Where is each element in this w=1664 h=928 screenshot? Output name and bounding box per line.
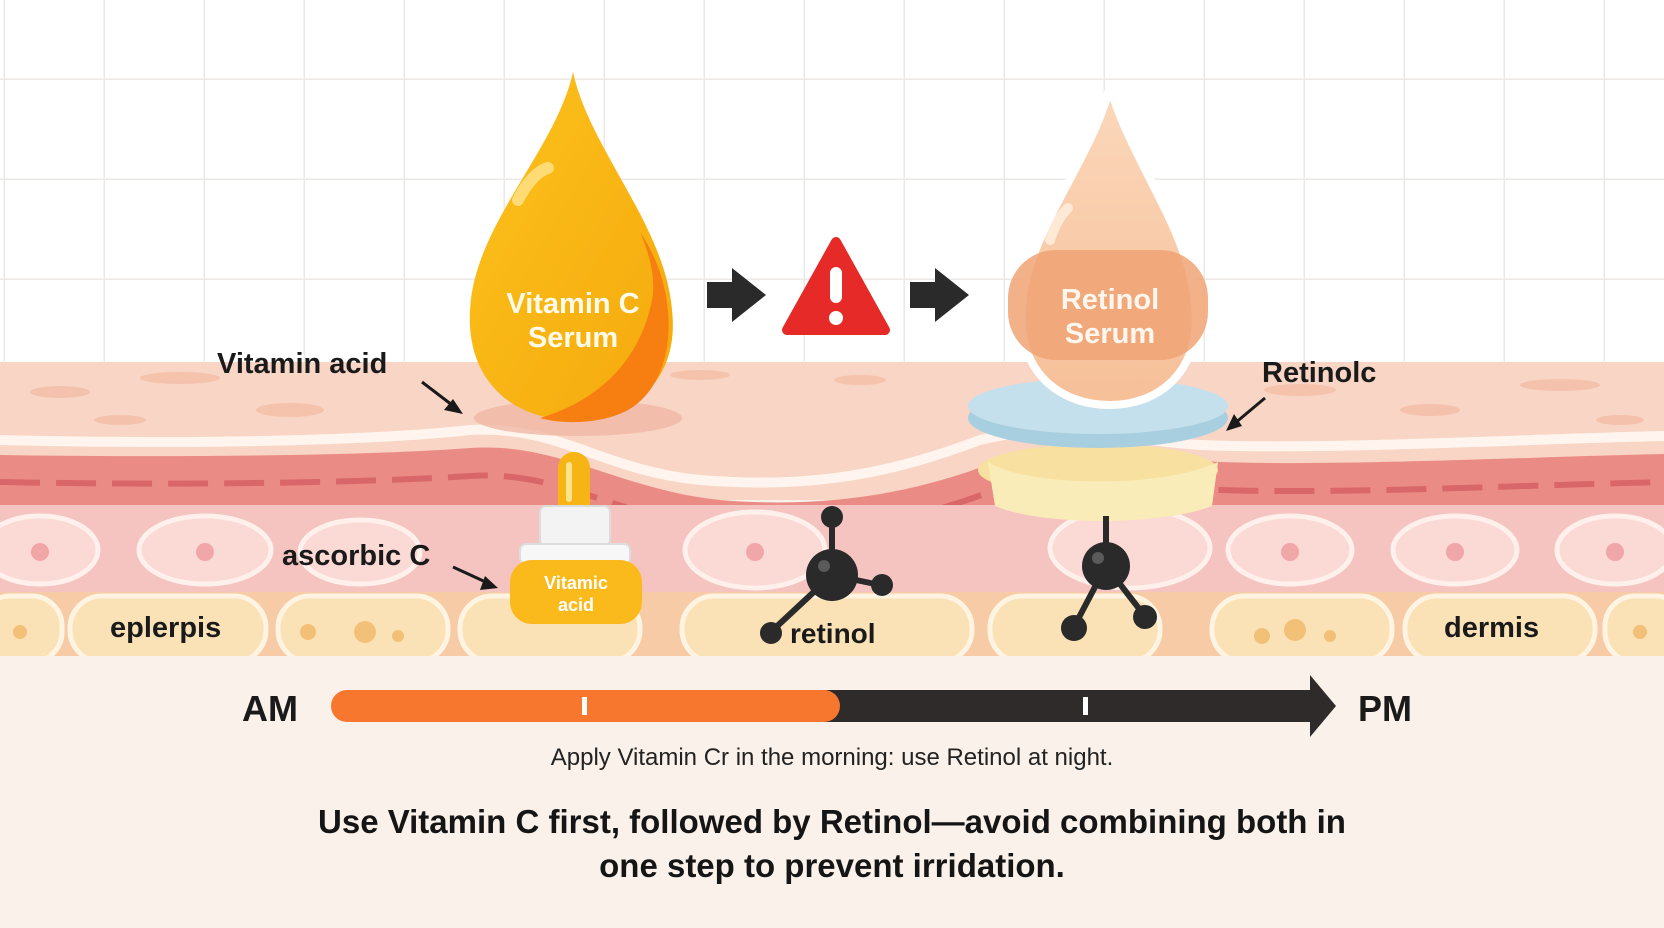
vitamin-c-drop-highlight: [512, 162, 554, 206]
dermis-label: dermis: [1444, 612, 1540, 644]
vitamin-c-label-line2: Serum: [527, 322, 619, 354]
summary: Use Vitamin C first, followed by Retinol…: [232, 800, 1432, 888]
bottle-cap: [539, 505, 611, 547]
summary-line1: Use Vitamin C first, followed by Retinol…: [318, 803, 1346, 840]
retinol-drop-label-bg: [1008, 250, 1208, 360]
retinol-label-line2: Serum: [1064, 318, 1156, 350]
retinol-applicator-cup: [988, 462, 1218, 521]
retinol-label-line1: Retinol: [1060, 284, 1160, 316]
bottle-label-line1: Vitamic: [544, 573, 608, 593]
bottle-body: [510, 560, 642, 624]
retinol-molecule-label: retinol: [790, 618, 876, 649]
cell-nuclei: [31, 543, 1624, 561]
epidermis-label: eplerpis: [110, 612, 222, 644]
vitamin-c-label-line1: Vitamin C: [506, 288, 640, 320]
bottle-dropper-shine: [566, 462, 572, 502]
fat-cell-dots: [13, 619, 1647, 644]
timeline-tick-pm: [1083, 697, 1088, 715]
timeline: [331, 675, 1336, 737]
caption: Apply Vitamin Cr in the morning: use Ret…: [550, 744, 1114, 771]
retinol-molecule-right: [1061, 516, 1157, 641]
summary-line2: one step to prevent irridation.: [599, 847, 1065, 884]
timeline-pm-track: [820, 675, 1336, 737]
vitamin-c-serum-drop: [469, 72, 673, 420]
skin-surface-line: [0, 424, 1664, 488]
warning-icon-dot: [829, 311, 843, 325]
retinol-drop-highlight: [1045, 203, 1073, 245]
timeline-pm-label: PM: [1358, 688, 1412, 729]
warning-icon-bar: [830, 267, 842, 303]
vitamin-c-serum-label: Vitamin C Serum: [483, 287, 663, 355]
skin-surface-texture: [30, 370, 1644, 425]
retinol-molecule-left: [760, 506, 893, 644]
vitamin-acid-label: Vitamin acid: [217, 348, 388, 380]
pointer-arrows: [421, 380, 1266, 590]
ascorbic-c-label: ascorbic C: [282, 540, 431, 572]
retinolc-label: Retinolc: [1262, 357, 1377, 389]
arrow-right-icon: [707, 268, 766, 322]
retinol-serum-label: Retinol Serum: [1020, 283, 1200, 351]
arrow-right-icon: [910, 268, 969, 322]
timeline-am-label: AM: [242, 688, 298, 729]
bottle-label: Vitamic acid: [520, 572, 632, 616]
timeline-tick-am: [582, 697, 587, 715]
bottle-label-line2: acid: [557, 595, 595, 615]
vitamin-c-drop-accent: [540, 232, 669, 423]
